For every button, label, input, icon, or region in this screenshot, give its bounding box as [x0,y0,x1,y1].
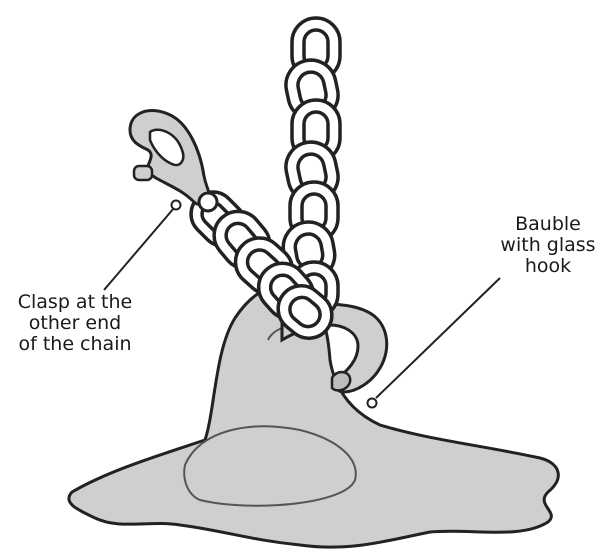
clasp-ring [199,193,217,211]
clasp-label-line3: of the chain [4,334,146,355]
bauble-label-line1: Bauble [486,214,609,235]
clasp [130,111,217,211]
bauble-leader-dot [368,399,377,408]
bauble-leader-line [376,278,500,398]
clasp-label: Clasp at the other end of the chain [4,292,146,355]
clasp-trigger [134,166,152,180]
bauble-label-line3: hook [486,256,609,277]
bauble-label: Bauble with glass hook [486,214,609,277]
clasp-label-line2: other end [4,313,146,334]
clasp-leader-line [104,208,174,290]
clasp-leader-dot [172,201,181,210]
glass-hook-tip [332,372,350,390]
clasp-label-line1: Clasp at the [4,292,146,313]
bauble-label-line2: with glass [486,235,609,256]
